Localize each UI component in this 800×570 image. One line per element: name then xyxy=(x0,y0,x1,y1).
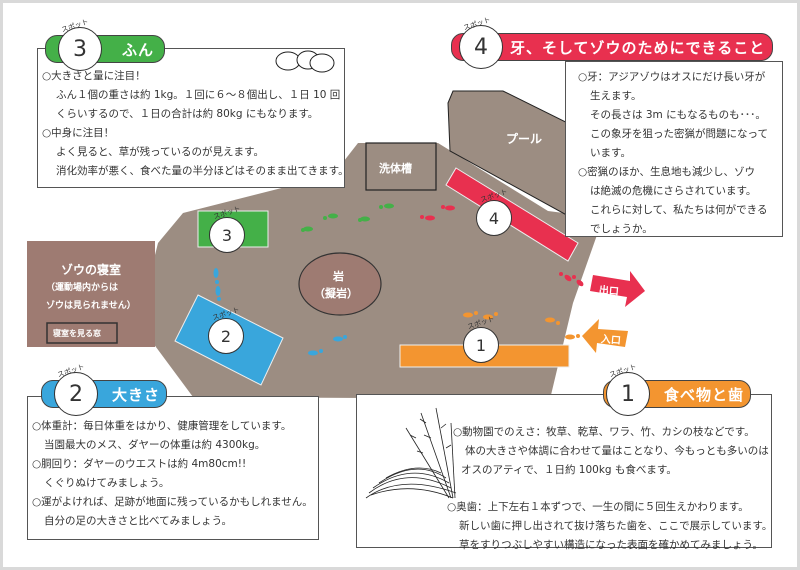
spot1-number-badge: 1 xyxy=(606,372,650,416)
spot2-line: 当園最大のメス、ダヤーの体重は約 4300kg。 xyxy=(44,439,266,451)
exit-arrow-shape xyxy=(590,271,645,307)
spot4-line: その長さは 3m にもなるものも･･･。 xyxy=(590,109,766,121)
map-spot4-marker[interactable]: 4 xyxy=(476,200,512,236)
bedroom-title: ゾウの寝室 xyxy=(61,263,122,277)
spot3-line: くらいするので、１日の合計は約 80kg にもなります。 xyxy=(56,108,319,120)
exit-label: 出口 xyxy=(598,285,620,298)
footprints-green xyxy=(301,203,394,232)
bedroom-note-1: （運動場内からは xyxy=(46,283,119,293)
map-spot3-marker[interactable]: 3 xyxy=(209,217,245,253)
entrance-arrow-shape xyxy=(582,319,628,353)
spot2-line: ○運がよければ、足跡が地面に残っているかもしれません。 xyxy=(32,496,313,508)
wash-tank-label: 洗体槽 xyxy=(379,162,412,175)
spot4-line: でしょうか。 xyxy=(590,223,653,235)
spot4-line: います。 xyxy=(590,147,631,159)
spot3-line: よく見ると、草が残っているのが見えます。 xyxy=(56,146,265,158)
spot1-line: ○奥歯：上下左右１本ずつで、一生の間に５回生えかわります。 xyxy=(447,501,749,513)
spot3-line: ○大きさと量に注目！ xyxy=(42,70,146,82)
spot3-line: ふん１個の重さは約 1kg。１回に６～８個出し、１日 10 回 xyxy=(56,89,341,101)
spot1-line: オスのアティで、１日約 100kg も食べます。 xyxy=(461,464,677,476)
spot2-line: ○体重計：毎日体重をはかり、健康管理をしています。 xyxy=(32,420,292,432)
footprints-red xyxy=(420,205,584,287)
spot4-panel: ○牙：アジアゾウはオスにだけ長い牙が 生えます。 その長さは 3m にもなるもの… xyxy=(565,61,783,237)
footprints-orange xyxy=(463,311,580,340)
spot2-line: ○胴回り：ダヤーのウエストは約 4m80cm!! xyxy=(32,458,247,470)
map-spot2-marker[interactable]: 2 xyxy=(208,318,244,354)
map-spot1-marker[interactable]: 1 xyxy=(463,327,499,363)
spot4-line: これらに対して、私たちは何ができる xyxy=(590,204,768,216)
spot2-panel: ○体重計：毎日体重をはかり、健康管理をしています。 当園最大のメス、ダヤーの体重… xyxy=(27,396,319,540)
spot4-area xyxy=(445,167,579,262)
entrance-label: 入口 xyxy=(600,334,622,347)
pool-label: プール xyxy=(506,132,543,146)
spot1-line: 新しい歯に押し出されて抜け落ちた歯を、ここで展示しています。 xyxy=(459,520,773,532)
spot3-panel: ○大きさと量に注目！ ふん１個の重さは約 1kg。１回に６～８個出し、１日 10… xyxy=(37,48,349,188)
spot4-number-badge: 4 xyxy=(459,25,503,69)
wash-tank xyxy=(365,142,437,191)
rock-sublabel: （擬岩） xyxy=(314,287,358,300)
dung-illustration xyxy=(275,50,335,73)
spot4-line: ○密猟のほか、生息地も減少し、ゾウ xyxy=(578,166,755,178)
spot3-line: 消化効率が悪く、食べた量の半分ほどはそのまま出てきます。 xyxy=(56,165,349,177)
spot1-line: 草をすりつぶしやすい構造になった表面を確かめてみましょう。 xyxy=(459,539,763,551)
rock xyxy=(298,252,382,316)
spot1-line: 体の大きさや体調に合わせて量はことなり、今もっとも多いのは xyxy=(465,445,769,457)
spot4-line: 生えます。 xyxy=(590,90,642,102)
rock-label: 岩 xyxy=(333,270,344,283)
spot2-number-badge: 2 xyxy=(54,372,98,416)
spot1-title: 食べ物と歯 xyxy=(664,385,745,404)
hay-illustration xyxy=(365,407,457,499)
footprints-blue xyxy=(213,268,347,356)
spot2-line: 自分の足の大きさと比べてみましょう。 xyxy=(44,515,232,527)
spot4-header: 牙、そしてゾウのためにできること xyxy=(451,33,773,61)
spot4-line: ○牙：アジアゾウはオスにだけ長い牙が xyxy=(578,71,766,83)
exhibit-guide-page: プール 洗体槽 岩 （擬岩） ゾウの寝室 （運動場内からは ゾウは見られません）… xyxy=(3,3,797,567)
spot3-number-badge: 3 xyxy=(58,27,102,71)
spot3-line: ○中身に注目！ xyxy=(42,127,115,139)
spot1-line: ○動物園でのえさ：牧草、乾草、ワラ、竹、カシの枝などです。 xyxy=(453,426,755,438)
bedroom-note-2: ゾウは見られません） xyxy=(46,301,136,311)
spot2-title: 大きさ xyxy=(112,385,161,404)
spot3-title: ふん xyxy=(122,40,155,59)
spot1-panel: ○動物園でのえさ：牧草、乾草、ワラ、竹、カシの枝などです。 体の大きさや体調に合… xyxy=(356,394,773,551)
spot4-line: は絶滅の危機にさらされています。 xyxy=(590,185,757,197)
bedroom-window-label: 寝室を見る窓 xyxy=(53,329,101,338)
spot4-title: 牙、そしてゾウのためにできること xyxy=(510,38,766,57)
spot4-line: この象牙を狙った密猟が問題になって xyxy=(590,128,768,140)
spot2-line: くぐりぬけてみましょう。 xyxy=(44,477,170,489)
bedroom-window xyxy=(46,322,118,344)
